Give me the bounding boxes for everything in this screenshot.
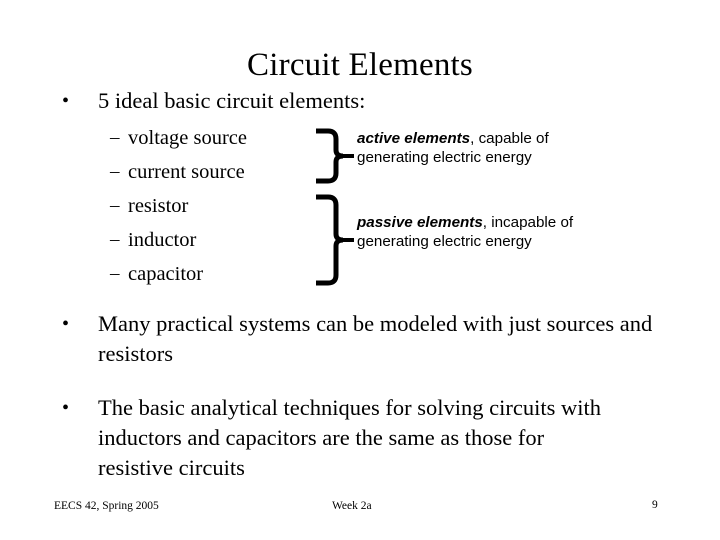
sub-item-capacitor: – capacitor	[110, 260, 310, 294]
sub-item-label: capacitor	[128, 263, 204, 285]
dash-icon: –	[110, 127, 120, 148]
annotation-keyword: passive elements	[357, 214, 483, 231]
dash-icon: –	[110, 161, 120, 182]
dash-icon: –	[110, 263, 120, 284]
sub-item-label: resistor	[128, 195, 189, 217]
right-curly-brace-icon	[316, 128, 354, 184]
annotation-line-2: generating electric energy	[357, 149, 532, 166]
dash-icon: –	[110, 229, 120, 250]
sub-item-resistor: – resistor	[110, 192, 310, 226]
bullet-item-1: • 5 ideal basic circuit elements:	[62, 86, 662, 116]
bullet-label-1: 5 ideal basic circuit elements:	[98, 88, 366, 113]
annotation-rest: , incapable of	[482, 214, 574, 231]
bullet-dot-icon: •	[62, 313, 70, 335]
page-title: Circuit Elements	[247, 47, 473, 84]
slide-footer: EECS 42, Spring 2005 Week 2a 9	[0, 496, 720, 518]
sub-item-label: current source	[128, 161, 245, 183]
sub-item-inductor: – inductor	[110, 226, 310, 260]
dash-icon: –	[110, 195, 120, 216]
sub-item-voltage-source: – voltage source	[110, 124, 310, 158]
annotation-line-2: generating electric energy	[357, 233, 532, 250]
sub-item-current-source: – current source	[110, 158, 310, 192]
footer-course-label: EECS 42, Spring 2005	[54, 500, 159, 512]
annotation-rest: , capable of	[470, 130, 549, 147]
sub-item-label: inductor	[128, 229, 197, 251]
annotation-active-elements: active elements, capable of generating e…	[357, 129, 549, 167]
bullet-dot-icon: •	[62, 90, 70, 112]
annotation-keyword: active elements	[357, 130, 471, 147]
bullet-dot-icon: •	[62, 397, 70, 419]
bullet-label-3: The basic analytical techniques for solv…	[98, 395, 601, 480]
footer-week-label: Week 2a	[332, 500, 372, 512]
sub-item-label: voltage source	[128, 127, 247, 149]
right-curly-brace-icon	[316, 194, 354, 286]
brace-passive-elements	[312, 194, 356, 286]
annotation-line-1: passive elements, incapable of	[357, 213, 573, 232]
bullet-item-2: • Many practical systems can be modeled …	[62, 309, 667, 369]
bullet-label-2: Many practical systems can be modeled wi…	[98, 311, 653, 366]
annotation-line-1: active elements, capable of	[357, 129, 549, 148]
footer-page-number: 9	[652, 499, 658, 511]
bullet-item-3: • The basic analytical techniques for so…	[62, 393, 622, 483]
brace-active-elements	[312, 128, 356, 184]
annotation-passive-elements: passive elements, incapable of generatin…	[357, 213, 573, 251]
